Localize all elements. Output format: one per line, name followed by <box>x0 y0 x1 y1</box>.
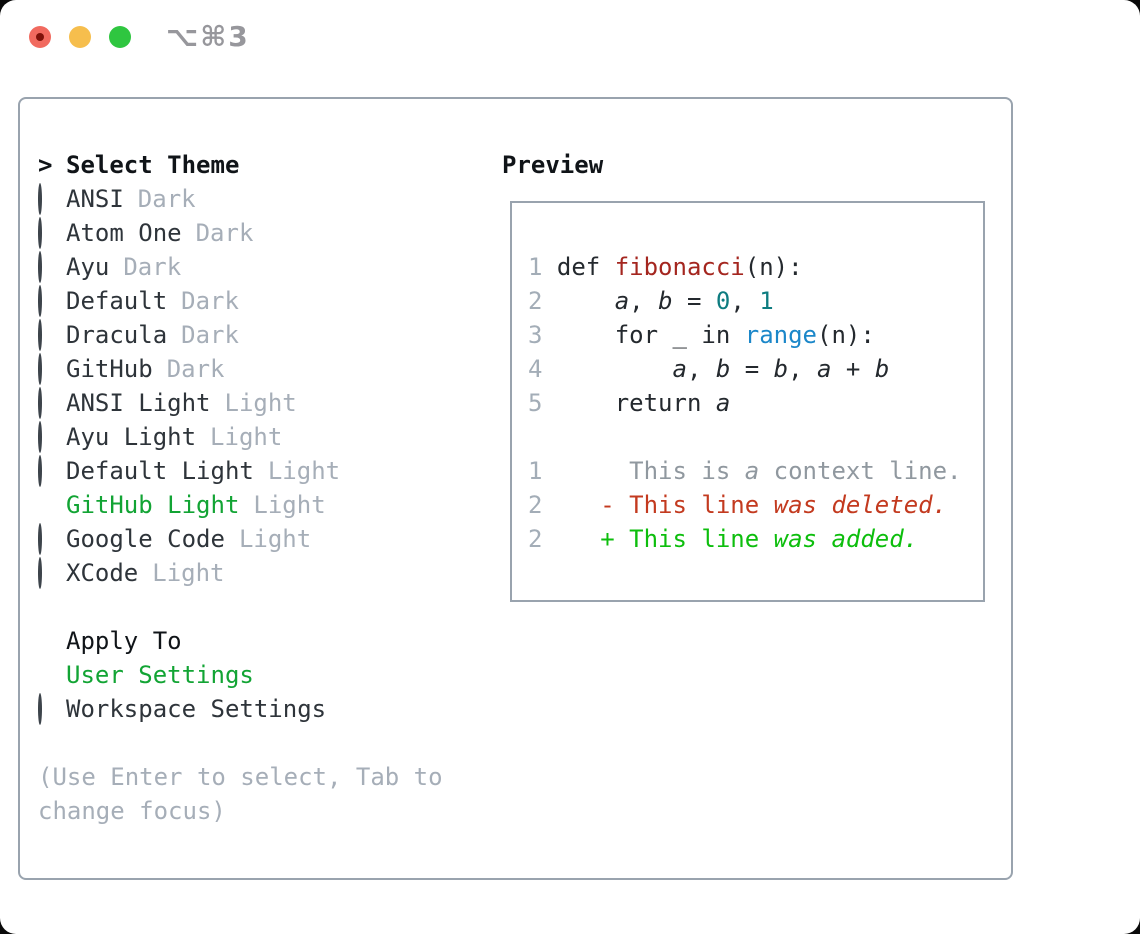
preview-code: 1 def fibonacci(n): 2 a, b = 0, 1 3 for _ … <box>512 203 983 556</box>
theme-variant: Light <box>210 423 283 451</box>
preview-line: 1 def fibonacci(n): <box>528 253 803 281</box>
spacer <box>38 590 478 624</box>
radio-cell <box>38 318 66 352</box>
option-label: Workspace Settings <box>66 695 327 723</box>
theme-list-item[interactable]: ANSI Dark <box>38 182 478 216</box>
minimize-button[interactable] <box>69 26 91 48</box>
preview-box: 1 def fibonacci(n): 2 a, b = 0, 1 3 for _ … <box>510 201 985 602</box>
theme-name: GitHub Light <box>66 491 240 519</box>
theme-list-item[interactable]: XCode Light <box>38 556 478 590</box>
theme-list-item[interactable]: ANSI Light Light <box>38 386 478 420</box>
radio-icon <box>38 523 42 555</box>
theme-name: ANSI <box>66 185 124 213</box>
theme-list-item[interactable]: Google Code Light <box>38 522 478 556</box>
window-title-shortcut: ⌥⌘3 <box>166 20 250 53</box>
preview-line: 2 - This line was deleted. <box>528 491 948 519</box>
theme-list-item[interactable]: Dracula Dark <box>38 318 478 352</box>
radio-icon <box>38 183 42 215</box>
theme-variant: Light <box>238 525 312 553</box>
close-dot-icon <box>36 33 44 41</box>
radio-cell <box>38 182 66 216</box>
theme-name: Ayu Light <box>66 423 197 451</box>
theme-name: Default Light <box>66 457 254 485</box>
preview-line: 1 This is a context line. <box>528 457 962 485</box>
theme-variant: Dark <box>181 321 239 349</box>
apply-to-list: User Settings Workspace Settings <box>38 658 478 726</box>
preview-line: 4 a, b = b, a + b <box>528 355 890 383</box>
apply-to-option[interactable]: User Settings <box>38 658 478 692</box>
radio-cell <box>38 386 66 420</box>
radio-cell <box>38 420 66 454</box>
theme-variant: Light <box>267 457 341 485</box>
theme-name: Ayu <box>66 253 110 281</box>
radio-icon <box>38 217 42 249</box>
theme-list-item[interactable]: Atom One Dark <box>38 216 478 250</box>
theme-name: GitHub <box>66 355 153 383</box>
spacer <box>38 726 478 760</box>
theme-list-item[interactable]: Ayu Light Light <box>38 420 478 454</box>
apply-to-header: Apply To <box>66 627 182 655</box>
radio-icon <box>38 319 42 351</box>
theme-list-item[interactable]: Default Light Light <box>38 454 478 488</box>
prompt-caret-icon: > <box>38 151 53 179</box>
theme-name: XCode <box>66 559 139 587</box>
radio-icon <box>38 387 42 419</box>
theme-list-item[interactable]: Default Dark <box>38 284 478 318</box>
radio-icon <box>38 455 42 487</box>
radio-cell <box>38 556 66 590</box>
radio-cell <box>38 522 66 556</box>
apply-to-option[interactable]: Workspace Settings <box>38 692 478 726</box>
theme-variant: Dark <box>137 185 196 213</box>
select-theme-header: Select Theme <box>66 151 240 179</box>
radio-cell <box>38 216 66 250</box>
radio-cell <box>38 692 66 726</box>
theme-list-item[interactable]: GitHub Dark <box>38 352 478 386</box>
preview-line: 2 + This line was added. <box>528 525 919 553</box>
theme-variant: Dark <box>123 253 182 281</box>
radio-icon <box>38 251 42 283</box>
theme-name: Google Code <box>66 525 225 553</box>
theme-variant: Dark <box>181 287 239 315</box>
theme-name: ANSI Light <box>66 389 211 417</box>
radio-cell <box>38 284 66 318</box>
radio-icon <box>38 693 42 725</box>
preview-line <box>528 420 983 454</box>
radio-cell <box>38 454 66 488</box>
radio-icon <box>38 557 42 589</box>
close-button[interactable] <box>29 26 51 48</box>
radio-icon <box>38 353 42 385</box>
radio-icon <box>38 285 42 317</box>
select-theme-header-row: > Select Theme <box>38 148 478 182</box>
theme-variant: Light <box>152 559 225 587</box>
title-bar: ⌥⌘3 <box>0 0 1140 72</box>
radio-cell <box>38 250 66 284</box>
preview-line: 5 return a <box>528 389 731 417</box>
zoom-button[interactable] <box>109 26 131 48</box>
preview-line: 2 a, b = 0, 1 <box>528 287 774 315</box>
radio-cell <box>38 352 66 386</box>
theme-name: Default <box>66 287 168 315</box>
apply-to-header-row: Apply To <box>38 624 478 658</box>
radio-icon <box>38 421 42 453</box>
theme-variant: Light <box>253 491 326 519</box>
theme-variant: Dark <box>166 355 225 383</box>
keyboard-hint: (Use Enter to select, Tab to change focu… <box>38 763 443 825</box>
theme-variant: Light <box>224 389 297 417</box>
preview-header: Preview <box>502 151 604 179</box>
theme-list-item[interactable]: Ayu Dark <box>38 250 478 284</box>
option-label: User Settings <box>66 661 254 689</box>
theme-list-item[interactable]: GitHub Light Light <box>38 488 478 522</box>
preview-line: 3 for _ in range(n): <box>528 321 875 349</box>
theme-name: Dracula <box>66 321 168 349</box>
theme-variant: Dark <box>195 219 254 247</box>
theme-name: Atom One <box>66 219 182 247</box>
